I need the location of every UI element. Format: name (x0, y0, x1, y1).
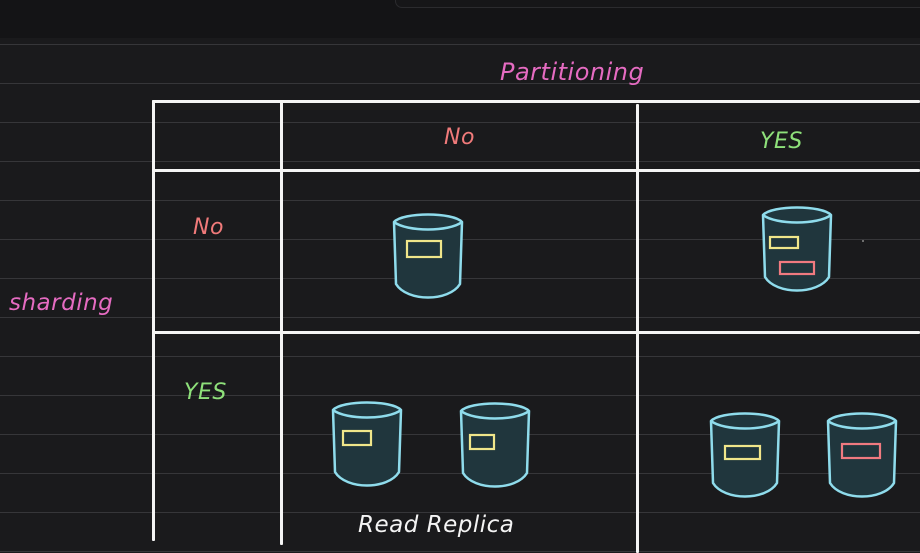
grid-header-divider (152, 169, 920, 172)
ruled-line (0, 395, 920, 396)
ruled-line (0, 44, 920, 45)
partition-rectangle (840, 442, 882, 460)
ruled-line (0, 200, 920, 201)
database-cylinder-icon (328, 398, 406, 490)
row-label-no: No (193, 215, 224, 240)
database-cylinder-icon (758, 203, 836, 295)
ruled-line (0, 512, 920, 513)
column-label-no: No (444, 125, 475, 150)
column-header-partitioning: Partitioning (500, 58, 645, 86)
partition-rectangle (768, 235, 800, 250)
database-cylinder-icon (823, 409, 901, 501)
grid-left-border (152, 100, 155, 541)
partition-rectangle (468, 433, 496, 451)
ruled-line (0, 161, 920, 162)
ruled-line (0, 83, 920, 84)
ruled-line (0, 317, 920, 318)
partition-rectangle (341, 429, 373, 447)
grid-row-divider (152, 331, 920, 334)
row-label-yes: YES (184, 380, 227, 405)
ruled-line (0, 551, 920, 552)
caption-read-replica: Read Replica (358, 512, 515, 538)
database-cylinder-icon (706, 409, 784, 501)
top-toolbar-strip (0, 0, 920, 38)
partition-rectangle (723, 444, 762, 461)
partition-rectangle (405, 239, 443, 259)
ruled-line (0, 122, 920, 123)
grid-top-border (152, 100, 920, 103)
grid-label-divider (280, 100, 283, 545)
ruled-line (0, 473, 920, 474)
column-label-yes: YES (760, 129, 803, 154)
row-header-sharding: sharding (9, 290, 114, 316)
ruled-line (0, 434, 920, 435)
ruled-line (0, 356, 920, 357)
partition-rectangle (778, 260, 816, 276)
database-cylinder-icon (389, 210, 467, 302)
top-tab-outline (395, 0, 920, 8)
grid-column-divider (636, 104, 639, 553)
database-cylinder-icon (456, 399, 534, 491)
stray-dot (862, 240, 864, 242)
